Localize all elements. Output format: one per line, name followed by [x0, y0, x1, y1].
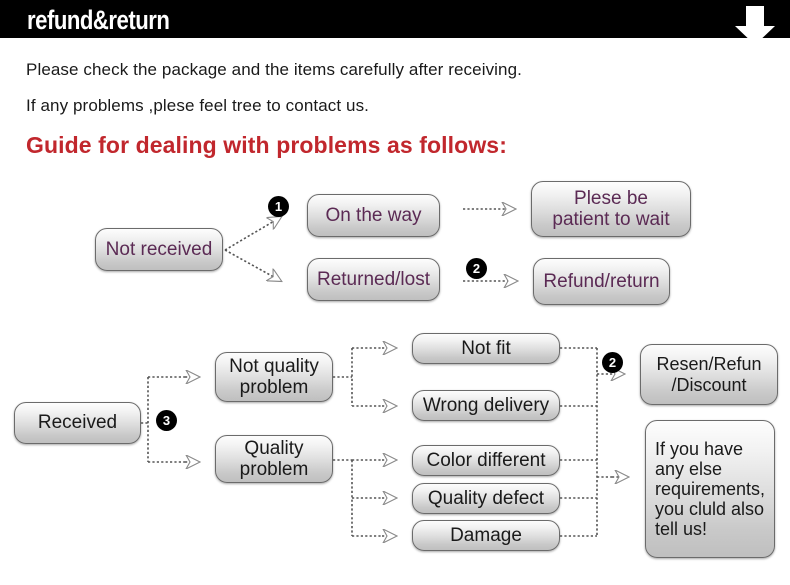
node-label: Refund/return [543, 270, 660, 292]
node-label: Color different [426, 449, 546, 471]
node-label: Damage [450, 524, 522, 546]
node-label: On the way [325, 204, 422, 226]
node-label-line-1: Quality [244, 437, 304, 459]
node-label: Not quality problem [229, 356, 319, 399]
node-quality-defect: Quality defect [412, 483, 560, 514]
node-color-different: Color different [412, 445, 560, 476]
node-refund-return: Refund/return [533, 258, 670, 305]
down-arrow-icon [735, 6, 775, 45]
node-plese-be-patient-to-wait: Plese be patient to wait [531, 181, 691, 237]
node-label-line-2: problem [239, 377, 309, 398]
step-badge-3: 3 [156, 410, 177, 431]
node-label-line-4: you cluld also [655, 499, 765, 520]
node-label-line-2: problem [239, 459, 309, 480]
node-label: Plese be patient to wait [552, 188, 669, 231]
node-label: Quality problem [240, 438, 309, 481]
node-received: Received [14, 402, 141, 444]
node-returned-lost: Returned/lost [307, 258, 440, 301]
node-label-line-1: Not quality [229, 355, 319, 377]
node-label-line-2: patient to wait [552, 209, 670, 230]
header-bar: refund&return [0, 0, 790, 38]
node-label-line-2: any else [655, 458, 723, 479]
node-label: If you have any else requirements, you c… [655, 439, 765, 540]
node-not-fit: Not fit [412, 333, 560, 364]
node-wrong-delivery: Wrong delivery [412, 390, 560, 421]
guide-heading: Guide for dealing with problems as follo… [26, 132, 507, 158]
node-label: Not received [105, 238, 213, 260]
node-quality-problem: Quality problem [215, 435, 333, 483]
node-label-line-2: /Discount [671, 374, 747, 395]
node-on-the-way: On the way [307, 194, 440, 237]
node-resend-refund-discount: Resen/Refun /Discount [640, 344, 778, 405]
node-label-line-1: If you have [655, 438, 744, 459]
node-damage: Damage [412, 520, 560, 551]
node-not-received: Not received [95, 228, 223, 271]
node-label-line-3: requirements, [655, 478, 766, 499]
node-if-you-have-requirements: If you have any else requirements, you c… [645, 420, 775, 558]
intro-line-2: If any problems ,plese feel tree to cont… [26, 96, 369, 115]
node-label: Wrong delivery [422, 394, 550, 416]
node-label: Received [37, 412, 118, 434]
step-badge-1: 1 [268, 196, 289, 217]
page-title: refund&return [27, 5, 170, 35]
node-label: Returned/lost [316, 268, 430, 290]
node-label-line-5: tell us! [655, 519, 708, 540]
node-label: Resen/Refun /Discount [656, 354, 761, 394]
intro-line-1: Please check the package and the items c… [26, 60, 522, 79]
node-label-line-1: Plese be [574, 187, 648, 209]
node-label: Quality defect [427, 487, 545, 509]
step-badge-2: 2 [466, 258, 487, 279]
step-badge-2-outcome: 2 [602, 352, 623, 373]
node-not-quality-problem: Not quality problem [215, 352, 333, 402]
node-label: Not fit [461, 337, 511, 359]
node-label-line-1: Resen/Refun [656, 354, 762, 375]
